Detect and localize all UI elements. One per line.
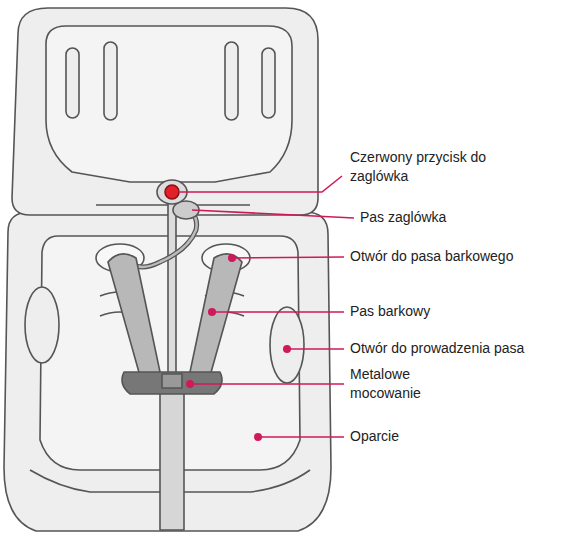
shoulder-strap — [190, 254, 242, 379]
leader-dot — [283, 345, 291, 353]
adjuster-rod — [168, 200, 176, 380]
headrest-slot — [66, 48, 79, 118]
leader-line — [287, 348, 344, 350]
headrest-slot — [225, 42, 238, 120]
part-label: Metalowe mocowanie — [350, 365, 446, 403]
belt-guide-right — [270, 307, 304, 383]
red-button — [165, 185, 179, 199]
leader-line — [180, 176, 342, 192]
belt-guide-left — [25, 287, 59, 363]
headrest-slot — [262, 48, 275, 118]
label-slot: Otwór do prowadzenia pasa — [350, 339, 572, 358]
label-slot: Otwór do pasa barkowego — [350, 247, 570, 266]
leader-lines — [180, 176, 354, 437]
leader-line — [258, 436, 344, 438]
buckle — [162, 374, 182, 388]
headrest-inner — [46, 26, 292, 182]
leader-dot — [254, 433, 262, 441]
headrest-outline — [12, 8, 318, 215]
label-slot: Czerwony przycisk do zaglówka — [350, 148, 520, 186]
leader-line — [190, 383, 344, 385]
leader-dots — [186, 254, 291, 441]
label-slot: Oparcie — [350, 427, 550, 446]
leader-dot — [208, 308, 216, 316]
headrest-slot — [104, 42, 117, 120]
leader-line — [192, 210, 354, 218]
leader-dot — [186, 380, 194, 388]
leader-line — [232, 257, 344, 258]
label-slot: Pas zaglówka — [360, 208, 570, 227]
leader-dot — [228, 254, 236, 262]
metal-fitting — [122, 372, 222, 394]
part-label: Otwór do pasa barkowego — [350, 247, 570, 266]
shoulder-strap — [108, 254, 160, 379]
label-slot: Pas barkowy — [350, 302, 570, 321]
crotch-strap — [160, 388, 184, 530]
part-label: Pas zaglówka — [360, 208, 570, 227]
part-label: Otwór do prowadzenia pasa — [350, 339, 572, 358]
part-label: Czerwony przycisk do zaglówka — [350, 148, 520, 186]
leader-line — [212, 311, 344, 313]
seat-drawing — [4, 8, 331, 531]
part-label: Pas barkowy — [350, 302, 570, 321]
label-slot: Metalowe mocowanie — [350, 365, 446, 403]
part-label: Oparcie — [350, 427, 550, 446]
